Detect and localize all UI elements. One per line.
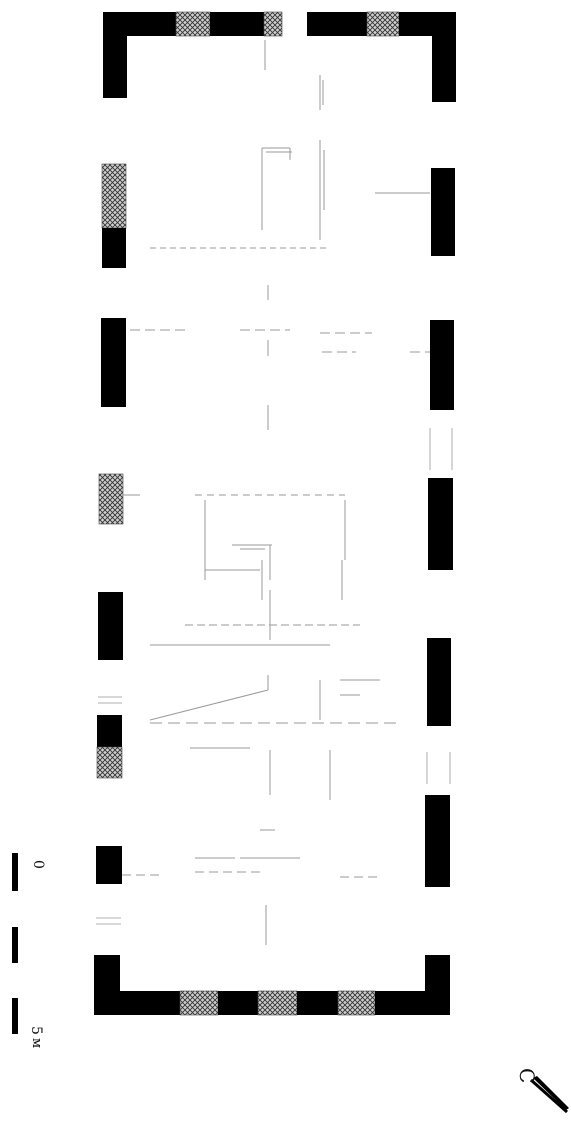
scale-label-start: 0 <box>30 860 46 869</box>
wall-segment <box>425 795 450 887</box>
blocked-window <box>337 990 376 1016</box>
window-opening <box>96 696 122 925</box>
wall-segment <box>218 991 258 1015</box>
wall-segment <box>307 12 367 36</box>
wall-segment <box>428 478 453 570</box>
wall-segment <box>98 592 123 660</box>
right-wall <box>425 168 455 887</box>
north-arrow: С <box>515 1068 569 1114</box>
blocked-window <box>175 11 211 37</box>
wall-segment <box>297 991 338 1015</box>
scale-label-unit: м <box>29 1038 44 1048</box>
bottom-wall <box>94 955 450 1016</box>
wall-segment <box>432 12 456 102</box>
blocked-window <box>98 473 124 525</box>
scale-bar-segment <box>12 998 18 1034</box>
blocked-window <box>263 11 283 37</box>
interior-lines <box>122 40 430 945</box>
window-opening <box>426 428 453 784</box>
wall-segment <box>101 318 126 407</box>
blocked-window <box>179 990 219 1016</box>
wall-segment <box>103 12 127 98</box>
wall-segment <box>102 228 126 268</box>
wall-segment <box>97 715 122 747</box>
blocked-window <box>96 746 123 779</box>
blocked-window <box>257 990 298 1016</box>
blocked-window <box>366 11 400 37</box>
blocked-window <box>101 163 127 229</box>
wall-segment <box>425 955 450 1015</box>
wall-segment <box>430 320 454 410</box>
wall-segment <box>427 638 451 726</box>
top-wall <box>103 11 456 102</box>
scale-bar-segment <box>12 853 18 891</box>
north-arrow-icon <box>533 1076 569 1110</box>
wall-segment <box>94 991 180 1015</box>
scale-bar-segment <box>12 927 18 963</box>
north-label: С <box>515 1068 539 1083</box>
left-wall <box>96 163 127 925</box>
scale-label-end: 5 <box>28 1026 44 1035</box>
wall-segment <box>431 168 455 256</box>
wall-segment <box>96 846 122 884</box>
wall-segment <box>210 12 264 36</box>
scale-bar: 0 5 м <box>12 853 46 1048</box>
